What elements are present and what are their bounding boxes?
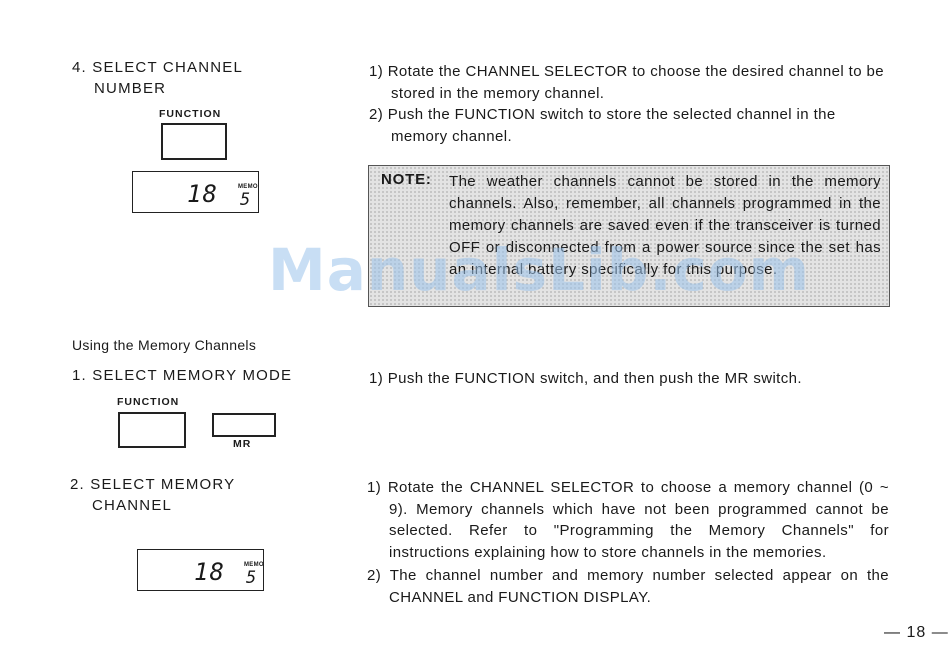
function-button-label: FUNCTION <box>117 396 180 408</box>
display-memo-digit: 5 <box>240 190 251 210</box>
display-memo-digit: 5 <box>246 568 257 588</box>
memory-mode-instruction: 1) Push the FUNCTION switch, and then pu… <box>369 368 891 390</box>
step-text: 2) The channel number and memory number … <box>367 567 889 606</box>
heading-line-2: CHANNEL <box>92 497 173 514</box>
display-channel-digits: 18 <box>194 558 225 586</box>
select-memory-channel-steps: 1) Rotate the CHANNEL SELECTOR to choose… <box>367 477 889 608</box>
page-number: — 18 — <box>884 624 949 641</box>
step-text: 1) Push the FUNCTION switch, and then pu… <box>369 370 802 387</box>
heading-line-1: 2. SELECT MEMORY <box>70 476 236 493</box>
function-button-label: FUNCTION <box>159 108 222 120</box>
function-button[interactable] <box>161 123 227 160</box>
heading-line-2: NUMBER <box>94 80 167 97</box>
function-button[interactable] <box>118 412 186 448</box>
watermark-text: ManualsLib.com <box>268 236 811 304</box>
step-text: 1) Rotate the CHANNEL SELECTOR to choose… <box>367 479 889 561</box>
channel-display: 18 MEMO 5 <box>132 171 259 213</box>
display-channel-digits: 18 <box>187 180 218 208</box>
note-text: The weather channels cannot be stored in… <box>449 173 881 278</box>
heading-select-memory-mode: 1. SELECT MEMORY MODE <box>72 367 293 384</box>
using-memory-title: Using the Memory Channels <box>72 337 257 353</box>
mr-button[interactable] <box>212 413 276 437</box>
heading-line-1: 4. SELECT CHANNEL <box>72 59 244 76</box>
note-box: NOTE: The weather channels cannot be sto… <box>368 165 890 307</box>
display-memo-label: MEMO <box>238 184 258 190</box>
channel-display: 18 MEMO 5 <box>137 549 264 591</box>
display-memo-label: MEMO <box>244 562 264 568</box>
select-channel-steps: 1) Rotate the CHANNEL SELECTOR to choose… <box>369 61 891 147</box>
heading-select-memory-channel: 2. SELECT MEMORY CHANNEL <box>70 474 235 516</box>
section-heading-select-channel: 4. SELECT CHANNEL NUMBER <box>72 57 243 99</box>
mr-button-label: MR <box>233 438 252 450</box>
step-text: 1) Rotate the CHANNEL SELECTOR to choose… <box>369 63 884 102</box>
note-label: NOTE: <box>381 171 432 188</box>
step-text: 2) Push the FUNCTION switch to store the… <box>369 106 836 145</box>
